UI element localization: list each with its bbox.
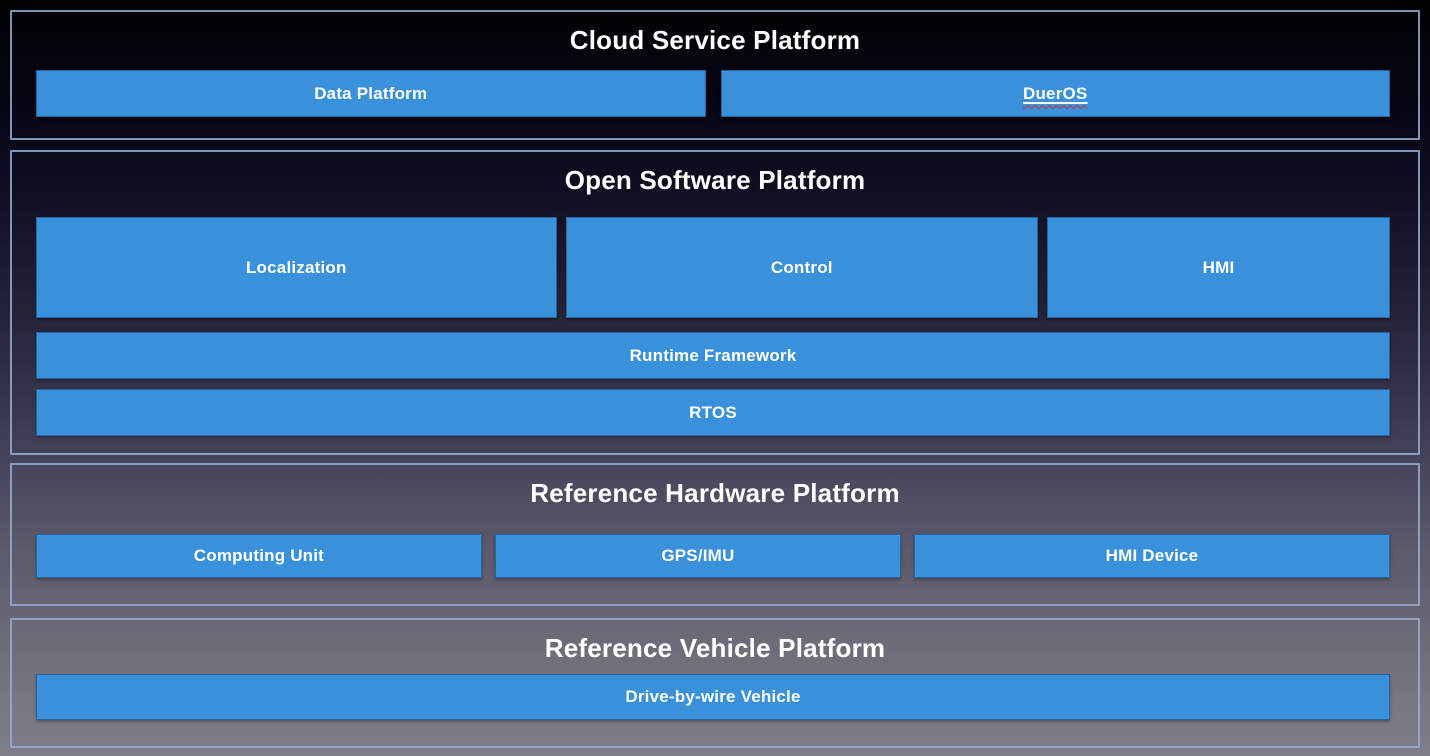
- section-reference-hardware-platform: Reference Hardware Platform Computing Un…: [10, 463, 1420, 606]
- box-data-platform: Data Platform: [36, 70, 706, 117]
- box-label-control: Control: [770, 257, 833, 277]
- dueros-underline: DuerOS: [1023, 84, 1088, 104]
- box-row: Computing Unit GPS/IMU HMI Device: [36, 534, 1390, 578]
- box-hmi-device: HMI Device: [913, 534, 1390, 578]
- box-rtos: RTOS: [36, 389, 1390, 436]
- box-row: RTOS: [36, 389, 1390, 436]
- section-reference-vehicle-platform: Reference Vehicle Platform Drive-by-wire…: [10, 618, 1420, 748]
- box-drive-by-wire-vehicle: Drive-by-wire Vehicle: [36, 674, 1390, 720]
- box-row: Localization Control HMI: [36, 217, 1390, 318]
- box-label-localization: Localization: [245, 257, 347, 277]
- box-label-runtime-framework: Runtime Framework: [629, 345, 797, 365]
- box-localization: Localization: [36, 217, 557, 318]
- section-open-software-platform: Open Software Platform Localization Cont…: [10, 150, 1420, 455]
- box-hmi: HMI: [1047, 217, 1390, 318]
- box-label-gps-imu: GPS/IMU: [661, 546, 735, 565]
- section-title-reference-vehicle-platform: Reference Vehicle Platform: [544, 633, 886, 663]
- box-row: Runtime Framework: [36, 332, 1390, 379]
- section-cloud-service-platform: Cloud Service Platform Data Platform Due…: [10, 10, 1420, 140]
- box-label-data-platform: Data Platform: [314, 83, 428, 103]
- box-computing-unit: Computing Unit: [36, 534, 482, 578]
- box-control: Control: [565, 217, 1039, 318]
- box-label-hmi: HMI: [1202, 257, 1235, 277]
- box-gps-imu: GPS/IMU: [494, 534, 901, 578]
- box-label-hmi-device: HMI Device: [1105, 546, 1199, 565]
- section-title-reference-hardware-platform: Reference Hardware Platform: [530, 478, 900, 508]
- box-dueros: DuerOS: [720, 70, 1390, 117]
- section-title-open-software-platform: Open Software Platform: [564, 165, 866, 195]
- section-title-cloud-service-platform: Cloud Service Platform: [569, 25, 861, 55]
- box-label-dueros: DuerOS: [1023, 83, 1088, 103]
- box-label-drive-by-wire-vehicle: Drive-by-wire Vehicle: [625, 687, 801, 706]
- box-row: Drive-by-wire Vehicle: [36, 674, 1390, 720]
- box-label-computing-unit: Computing Unit: [193, 546, 325, 565]
- box-label-rtos: RTOS: [689, 402, 737, 422]
- box-row: Data Platform DuerOS: [36, 70, 1390, 117]
- box-runtime-framework: Runtime Framework: [36, 332, 1390, 379]
